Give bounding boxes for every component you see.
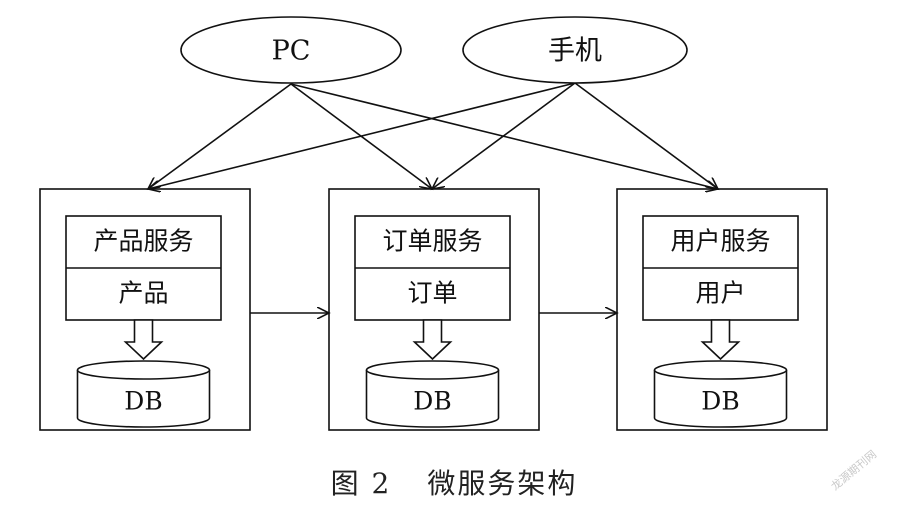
service-order-db-label: DB xyxy=(413,387,451,416)
service-order-module: 订单 xyxy=(407,279,457,308)
figure-caption: 图 2 微服务架构 xyxy=(0,462,908,502)
service-order-db-body xyxy=(365,370,500,428)
service-product-db-top xyxy=(76,360,211,380)
service-user-down-arrow-icon xyxy=(700,319,741,361)
client-mobile: 手机 xyxy=(462,16,688,84)
service-order-down-arrow-icon xyxy=(412,319,453,361)
client-pc-ellipse xyxy=(180,16,402,84)
service-order-container xyxy=(328,188,540,431)
client-pc: PC xyxy=(180,16,402,84)
service-product-down-arrow-icon xyxy=(123,319,164,361)
link-mobile-to-user xyxy=(574,82,718,189)
service-product-db-body xyxy=(76,370,211,428)
service-product-module: 产品 xyxy=(118,279,168,308)
service-product-db-label: DB xyxy=(124,387,162,416)
service-user-db-top xyxy=(653,360,788,380)
service-user-container xyxy=(616,188,828,431)
service-user-db-label: DB xyxy=(701,387,739,416)
service-product-container xyxy=(39,188,251,431)
link-pc-to-product xyxy=(148,83,292,189)
link-mobile-to-order xyxy=(432,82,576,189)
service-order-db-top xyxy=(365,360,500,380)
client-mobile-label: 手机 xyxy=(548,36,602,67)
service-user-module: 用户 xyxy=(695,279,745,308)
service-order-name: 订单服务 xyxy=(382,227,482,256)
service-product-name: 产品服务 xyxy=(93,227,193,256)
client-pc-label: PC xyxy=(272,36,311,67)
service-user-name: 用户服务 xyxy=(670,227,770,256)
client-mobile-ellipse xyxy=(462,16,688,84)
link-mobile-to-product xyxy=(148,82,576,189)
caption-figure-number: 图 2 xyxy=(330,467,392,500)
link-pc-to-user xyxy=(290,83,718,189)
caption-title: 微服务架构 xyxy=(427,467,578,500)
service-user-db-body xyxy=(653,370,788,428)
